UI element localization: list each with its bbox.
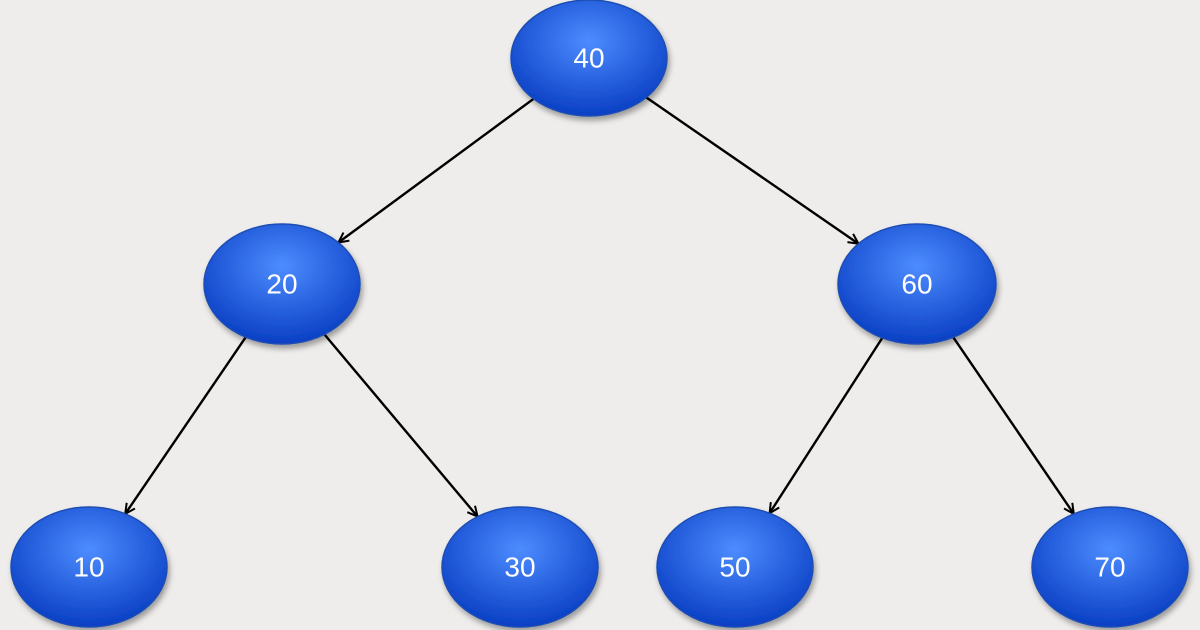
node-label: 50: [719, 552, 750, 583]
tree-node-50: 50: [656, 506, 814, 628]
tree-node-40: 40: [510, 0, 668, 117]
edge-20-10: [125, 336, 247, 514]
edge-40-60: [645, 96, 858, 243]
node-label: 60: [901, 269, 932, 300]
node-ellipse: [10, 506, 168, 628]
node-ellipse: [837, 223, 997, 345]
edge-60-50: [770, 337, 884, 513]
node-label: 30: [504, 552, 535, 583]
tree-node-70: 70: [1031, 506, 1189, 628]
node-ellipse: [1031, 506, 1189, 628]
tree-node-10: 10: [10, 506, 168, 628]
edge-60-70: [952, 336, 1074, 514]
node-ellipse: [656, 506, 814, 628]
edge-40-20: [338, 97, 535, 243]
edge-20-30: [323, 333, 477, 516]
edges-group: [125, 96, 1074, 516]
node-ellipse: [441, 506, 599, 628]
node-ellipse: [203, 223, 361, 345]
nodes-group: 40 20 60 10 30 50 70: [10, 0, 1189, 628]
node-label: 40: [573, 43, 604, 74]
tree-node-60: 60: [837, 223, 997, 345]
tree-node-20: 20: [203, 223, 361, 345]
node-label: 10: [73, 552, 104, 583]
node-label: 20: [266, 269, 297, 300]
node-ellipse: [510, 0, 668, 117]
tree-node-30: 30: [441, 506, 599, 628]
node-label: 70: [1094, 552, 1125, 583]
